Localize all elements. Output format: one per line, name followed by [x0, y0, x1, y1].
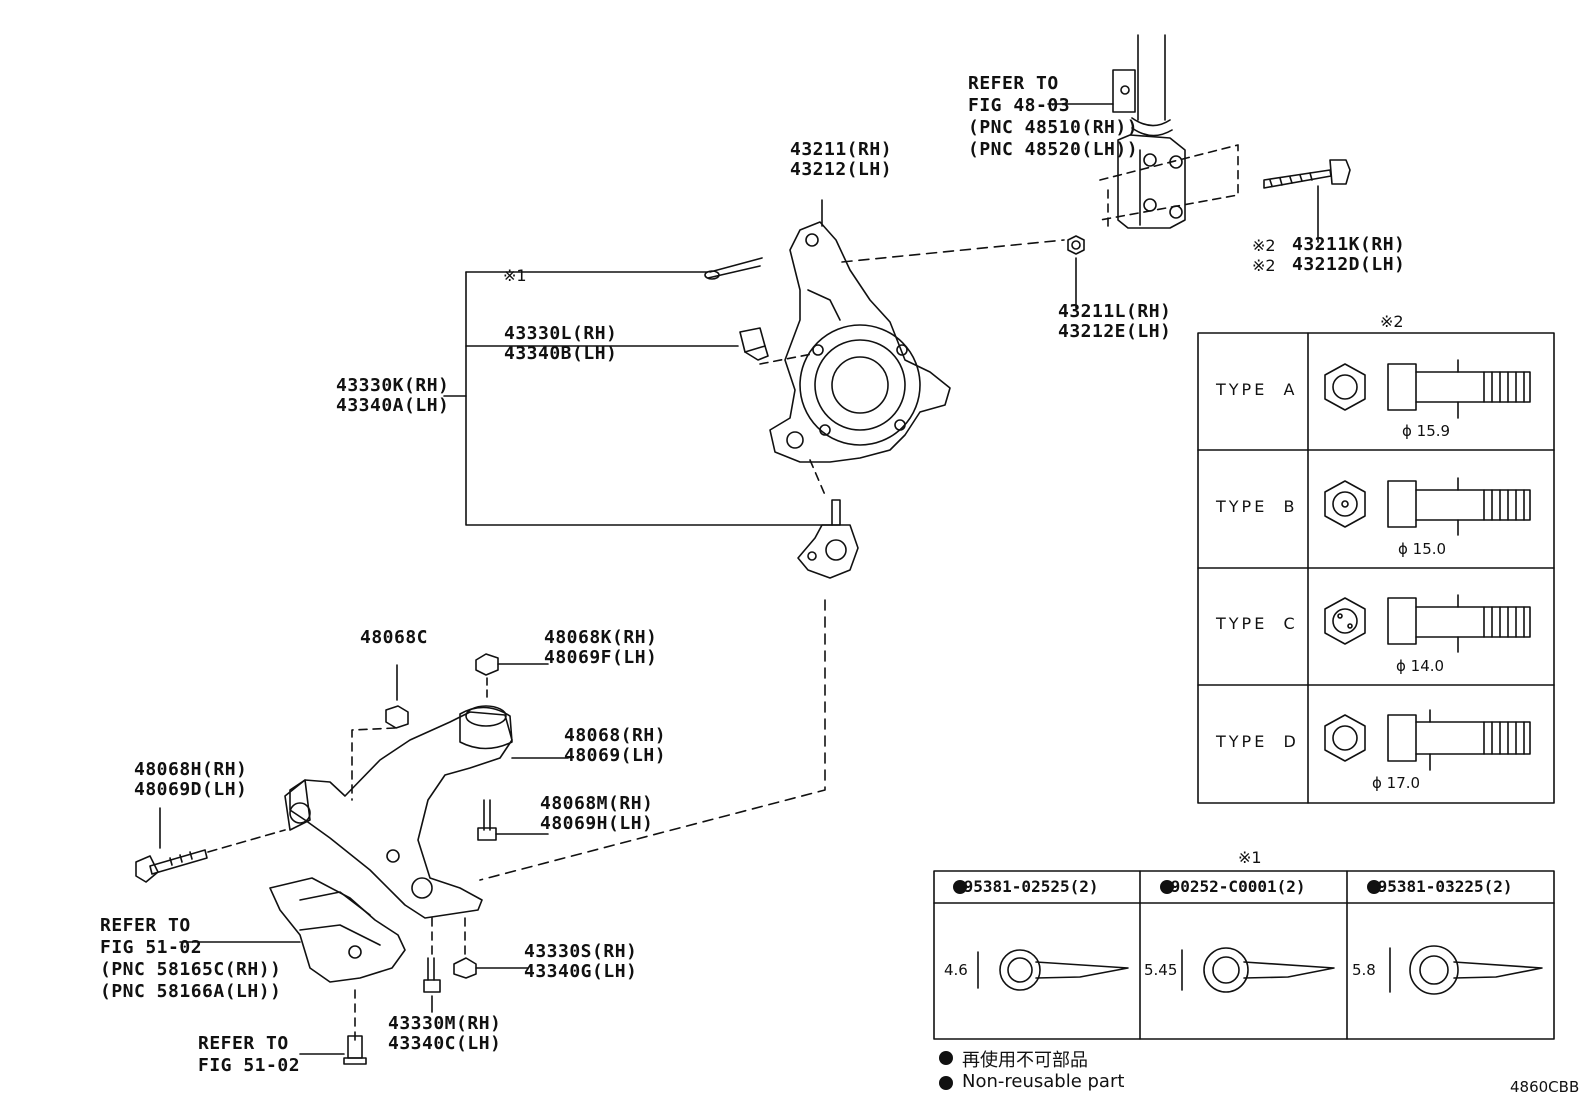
cotter-pin-icon-1: [977, 949, 1129, 991]
pin-col3-dim: 5.8: [1352, 961, 1376, 979]
bolt-mark-rh: ※2: [1252, 236, 1276, 255]
front-bolt-part-rh: 48068H(RH): [134, 759, 248, 780]
bolt-type-c-icon: [1324, 594, 1531, 653]
joint-nut-part-lh: 43340G(LH): [524, 961, 638, 982]
bullet-icon: [1367, 880, 1381, 894]
bushing-nut-part: 48068C: [360, 627, 429, 648]
lower-arm-part-lh: 48069(LH): [564, 745, 667, 766]
strut-bolt-illustration: [1263, 159, 1351, 189]
joint-bolt-part-rh: 43330M(RH): [388, 1013, 502, 1034]
refer-cover-line2: FIG 51-02: [100, 937, 203, 958]
ball-joint-part-lh: 43340A(LH): [336, 395, 450, 416]
bolt-mark-lh: ※2: [1252, 256, 1276, 275]
arm-bolt-part-rh: 48068M(RH): [540, 793, 654, 814]
refer-strut-line4: (PNC 48520(LH)): [968, 139, 1139, 160]
front-bolt-illustration: [135, 849, 208, 883]
pin-table-mark: ※1: [1238, 848, 1262, 867]
strut-nut-illustration: [1067, 235, 1085, 255]
refer-cover-line4: (PNC 58166A(LH)): [100, 981, 282, 1002]
bolt-type-c-diameter: ϕ 14.0: [1396, 657, 1445, 675]
pin-col1-dim: 4.6: [944, 961, 968, 979]
bullet-icon: [939, 1051, 953, 1065]
front-bolt-part-lh: 48069D(LH): [134, 779, 248, 800]
bottom-bolt-illustration: [343, 1035, 367, 1065]
bolt-type-a-label: TYPE A: [1216, 380, 1298, 399]
knuckle-part-lh: 43212(LH): [790, 159, 893, 180]
pin-mark: ※1: [503, 266, 527, 285]
refer-fig-line1: REFER TO: [198, 1033, 289, 1054]
castle-nut-part-rh: 43330L(RH): [504, 323, 618, 344]
figure-code: 4860CBB: [1510, 1078, 1580, 1096]
joint-nut-illustration: [453, 957, 477, 979]
arm-bolt-part-lh: 48069H(LH): [540, 813, 654, 834]
arm-nut-illustration: [385, 705, 409, 729]
pin-col3-part: ●95381-03225(2): [1368, 877, 1513, 896]
castle-nut-part-lh: 43340B(LH): [504, 343, 618, 364]
cotter-pin-icon-2: [1181, 947, 1335, 993]
arm-top-nut-illustration: [475, 653, 499, 676]
pin-col1-part: ●95381-02525(2): [954, 877, 1099, 896]
joint-bolt-part-lh: 43340C(LH): [388, 1033, 502, 1054]
refer-cover-line1: REFER TO: [100, 915, 191, 936]
steering-knuckle-illustration: [769, 221, 951, 463]
knuckle-part-rh: 43211(RH): [790, 139, 893, 160]
refer-strut-line2: FIG 48-03: [968, 95, 1071, 116]
lower-control-arm-illustration: [284, 705, 513, 919]
joint-bolt-illustration: [423, 957, 441, 993]
bolt-type-a-icon: [1324, 359, 1531, 419]
castle-nut-illustration: [739, 327, 769, 361]
nut-part-rh: 43211L(RH): [1058, 301, 1172, 322]
ball-joint-illustration: [797, 499, 859, 579]
nut-part-lh: 43212E(LH): [1058, 321, 1172, 342]
engine-undercover-illustration: [269, 877, 406, 983]
cotter-pin-icon-3: [1389, 945, 1543, 995]
bullet-icon: [953, 880, 967, 894]
arm-bolt-illustration: [477, 799, 497, 841]
bolt-type-a-diameter: ϕ 15.9: [1402, 422, 1451, 440]
bolt-table-mark: ※2: [1380, 312, 1404, 331]
bolt-type-d-diameter: ϕ 17.0: [1372, 774, 1421, 792]
refer-strut-line3: (PNC 48510(RH)): [968, 117, 1139, 138]
bolt-type-d-label: TYPE D: [1216, 732, 1299, 751]
arm-nut-part-lh: 48069F(LH): [544, 647, 658, 668]
refer-cover-line3: (PNC 58165C(RH)): [100, 959, 282, 980]
bolt-type-b-diameter: ϕ 15.0: [1398, 540, 1447, 558]
bolt-part-lh: 43212D(LH): [1292, 254, 1406, 275]
joint-nut-part-rh: 43330S(RH): [524, 941, 638, 962]
bolt-type-b-icon: [1324, 477, 1531, 536]
bolt-type-d-icon: [1324, 709, 1531, 771]
lower-arm-part-rh: 48068(RH): [564, 725, 667, 746]
ball-joint-part-rh: 43330K(RH): [336, 375, 450, 396]
refer-fig-line2: FIG 51-02: [198, 1055, 301, 1076]
legend-english: Non-reusable part: [962, 1071, 1125, 1092]
legend-japanese: 再使用不可部品: [962, 1050, 1088, 1071]
pin-col2-part: ●90252-C0001(2): [1161, 877, 1306, 896]
bolt-type-table-grid: [1197, 332, 1555, 804]
bullet-icon: [1160, 880, 1174, 894]
pin-col2-dim: 5.45: [1144, 961, 1178, 979]
bolt-type-c-label: TYPE C: [1216, 614, 1298, 633]
bullet-icon: [939, 1076, 953, 1090]
cotter-pin-illustration: [704, 257, 763, 280]
bolt-type-b-label: TYPE B: [1216, 497, 1298, 516]
bolt-part-rh: 43211K(RH): [1292, 234, 1406, 255]
arm-nut-part-rh: 48068K(RH): [544, 627, 658, 648]
refer-strut-line1: REFER TO: [968, 73, 1059, 94]
cotter-pin-table-grid: [933, 870, 1555, 1040]
